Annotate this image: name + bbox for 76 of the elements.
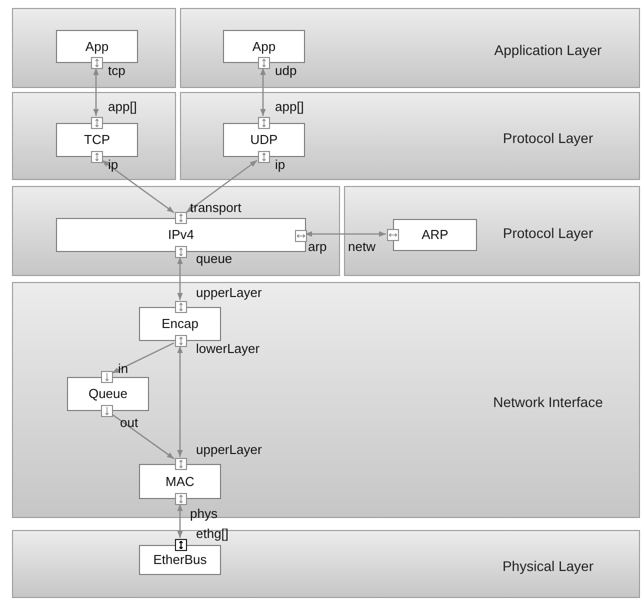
connector-arrow: [177, 346, 183, 457]
module-box: [56, 123, 138, 157]
module-name: IPv4: [168, 226, 194, 244]
layer-label: Protocol Layer: [502, 224, 594, 243]
module-box: [223, 30, 305, 63]
layer-band: [180, 8, 640, 88]
connector-arrow: [260, 68, 266, 116]
port-box: [258, 57, 270, 69]
layer-band: [12, 92, 176, 180]
port-label: ip: [108, 158, 118, 171]
module-name: TCP: [84, 131, 110, 150]
module-name: App: [85, 38, 109, 56]
connector-arrow: [93, 68, 99, 116]
module-name: ARP: [422, 226, 448, 244]
module-name: UDP: [250, 131, 278, 150]
port-box: [175, 212, 187, 224]
port-label: udp: [275, 64, 297, 77]
layer-band: [12, 186, 340, 276]
port-box: [101, 405, 113, 417]
layer-band: [12, 8, 176, 88]
port-box: [91, 57, 103, 69]
module-box: [139, 545, 221, 575]
port-label: queue: [196, 252, 232, 265]
layer-band: [180, 92, 640, 180]
connector-arrow: [305, 231, 386, 237]
module-name: Encap: [162, 315, 198, 334]
port-label: in: [118, 362, 128, 375]
module-name: EtherBus: [153, 551, 207, 570]
module-box: [56, 218, 306, 252]
module-box: [139, 464, 221, 499]
layer-band: [12, 530, 640, 598]
connector-arrow: [102, 160, 174, 214]
port-label: ip: [275, 158, 286, 171]
port-box: [175, 246, 187, 258]
port-label: upperLayer: [196, 286, 262, 299]
port-label: app[]: [108, 100, 137, 113]
module-name: Queue: [88, 385, 128, 404]
port-box: [101, 371, 113, 383]
port-box: [258, 117, 270, 129]
connector-arrow: [112, 414, 174, 460]
connector-arrow: [177, 257, 183, 300]
port-box: [175, 458, 187, 470]
port-box: [175, 493, 187, 505]
port-label: netw: [348, 240, 376, 253]
connector-arrow: [112, 342, 174, 374]
port-box: [175, 539, 187, 551]
port-box: [91, 151, 103, 163]
layer-label: Protocol Layer: [502, 129, 594, 148]
port-label: out: [120, 416, 138, 429]
module-box: [67, 377, 149, 411]
port-box: [91, 117, 103, 129]
port-box: [175, 335, 187, 347]
layer-label: Network Interface: [492, 393, 604, 412]
port-label: lowerLayer: [196, 342, 260, 355]
layer-label: Application Layer: [493, 41, 603, 60]
module-box: [139, 307, 221, 341]
port-box: [387, 229, 399, 241]
port-label: upperLayer: [196, 443, 262, 456]
module-box: [56, 30, 138, 63]
port-label: tcp: [108, 64, 126, 77]
layer-label: Physical Layer: [501, 557, 595, 576]
connector-arrow: [177, 504, 183, 538]
module-box: [393, 219, 477, 251]
module-name: App: [252, 38, 276, 56]
port-label: ethg[]: [196, 527, 229, 540]
connector-arrow: [186, 160, 258, 214]
layer-band: [344, 186, 640, 276]
port-box: [175, 301, 187, 313]
port-box: [295, 230, 307, 242]
port-label: transport: [190, 201, 242, 214]
module-box: [223, 123, 305, 157]
port-label: arp: [308, 240, 327, 253]
port-label: phys: [190, 507, 218, 520]
module-name: MAC: [166, 472, 194, 491]
port-box: [258, 151, 270, 163]
port-label: app[]: [275, 100, 304, 113]
